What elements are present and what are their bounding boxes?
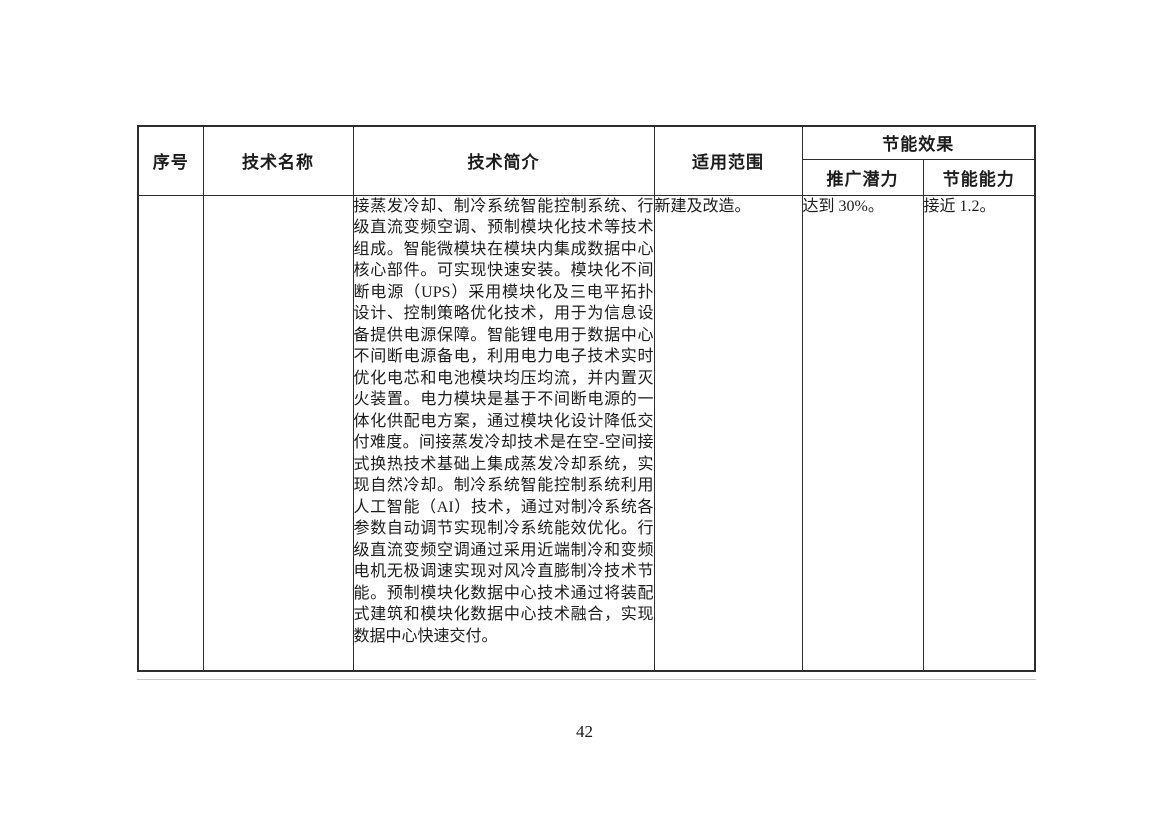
cell-tech-intro: 接蒸发冷却、制冷系统智能控制系统、行级直流变频空调、预制模块化技术等技术组成。智… bbox=[352, 194, 655, 672]
scan-artifact-line bbox=[137, 679, 1036, 680]
table-header-row-sub: 推广潜力 节能能力 bbox=[138, 158, 1036, 196]
column-header-saving: 节能能力 bbox=[922, 158, 1036, 196]
column-header-scope: 适用范围 bbox=[653, 125, 803, 196]
column-header-tech-name: 技术名称 bbox=[202, 125, 354, 196]
column-header-tech-intro: 技术简介 bbox=[352, 125, 655, 196]
cell-tech-name bbox=[202, 194, 354, 672]
column-header-seq: 序号 bbox=[137, 125, 204, 196]
cell-promotion: 达到 30%。 bbox=[801, 194, 924, 672]
cell-scope: 新建及改造。 bbox=[653, 194, 803, 672]
column-header-effect-group: 节能效果 bbox=[801, 125, 1036, 160]
energy-saving-technology-table: 序号 技术名称 技术简介 适用范围 节能效果 推广潜力 节能能力 接蒸发冷却、制… bbox=[137, 125, 1036, 672]
page-number: 42 bbox=[576, 722, 593, 741]
cell-seq bbox=[137, 194, 204, 672]
column-header-promotion: 推广潜力 bbox=[801, 158, 924, 196]
cell-saving: 接近 1.2。 bbox=[922, 194, 1036, 672]
table-header-row-top: 序号 技术名称 技术简介 适用范围 节能效果 bbox=[137, 125, 1036, 196]
table-row: 接蒸发冷却、制冷系统智能控制系统、行级直流变频空调、预制模块化技术等技术组成。智… bbox=[137, 194, 1036, 672]
